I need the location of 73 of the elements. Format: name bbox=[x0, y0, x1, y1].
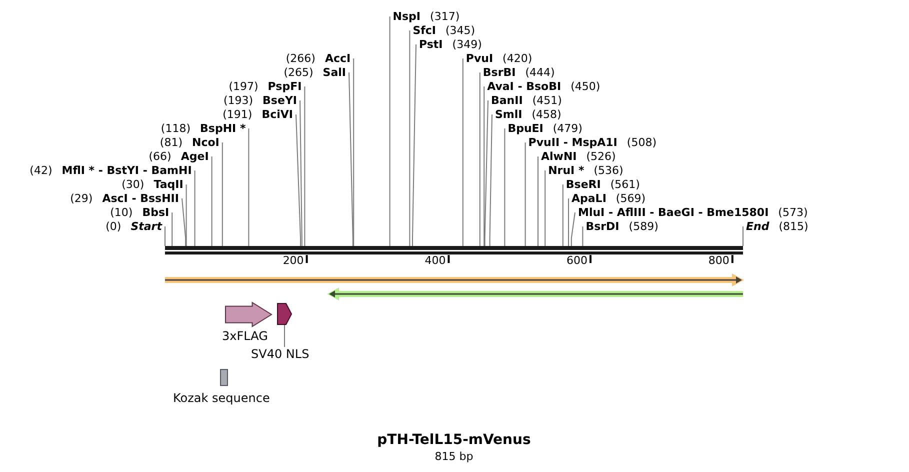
site-label: AvaI - BsoBI (450) bbox=[484, 80, 604, 93]
site-label: PvuII - MspA1I (508) bbox=[525, 136, 660, 149]
feature-label: SV40 NLS bbox=[251, 347, 310, 361]
site-label: SfcI (345) bbox=[410, 24, 478, 37]
leader-line bbox=[348, 72, 354, 246]
feature-label: 3xFLAG bbox=[222, 329, 268, 343]
site-label: NspI (317) bbox=[390, 10, 463, 23]
leader-line bbox=[300, 100, 302, 246]
leader-line bbox=[211, 156, 212, 246]
site-label: (29) AscI - BssHII bbox=[67, 192, 182, 205]
site-label: (118) BspHI * bbox=[158, 122, 249, 135]
site-label: (81) NcoI bbox=[156, 136, 222, 149]
diagram-title: pTH-TelL15-mVenus bbox=[377, 432, 531, 448]
site-label: PstI (349) bbox=[416, 38, 485, 51]
site-label: BsrBI (444) bbox=[480, 66, 558, 79]
leader-line bbox=[504, 128, 506, 246]
scale-label: 800 bbox=[708, 254, 730, 267]
feature-bar bbox=[327, 288, 743, 300]
site-label: End (815) bbox=[743, 220, 812, 233]
leader-line bbox=[389, 16, 390, 246]
scale-label: 400 bbox=[424, 254, 446, 267]
diagram-caption: 815 bp bbox=[434, 450, 474, 463]
leader-line bbox=[544, 170, 546, 246]
sequence-backbone bbox=[165, 246, 743, 254]
leader-line bbox=[524, 142, 526, 246]
site-label: (197) PspFI bbox=[226, 80, 305, 93]
leader-line bbox=[296, 114, 301, 246]
site-label: BsrDI (589) bbox=[582, 220, 662, 233]
leader-line bbox=[172, 212, 173, 246]
leader-line bbox=[484, 100, 488, 246]
site-label: (266) AccI bbox=[282, 52, 354, 65]
site-label: BpuEI (479) bbox=[504, 122, 586, 135]
scale-label: 600 bbox=[566, 254, 588, 267]
leader-line bbox=[479, 72, 480, 246]
site-label: MluI - AflIII - BaeGI - Bme1580I (573) bbox=[575, 206, 811, 219]
leader-line bbox=[194, 170, 196, 246]
site-label: (66) AgeI bbox=[146, 150, 212, 163]
leader-line bbox=[182, 198, 186, 246]
leader-line bbox=[484, 86, 485, 246]
feature-bar bbox=[165, 274, 744, 286]
site-label: NruI * (536) bbox=[545, 164, 626, 177]
leader-line bbox=[570, 212, 576, 246]
leader-line bbox=[409, 30, 410, 246]
feature-block bbox=[277, 303, 292, 325]
site-label: (42) MflI * - BstYI - BamHI bbox=[26, 164, 195, 177]
site-label: (191) BciVI bbox=[220, 108, 296, 121]
leader-line bbox=[582, 226, 584, 246]
site-label: (30) TaqII bbox=[118, 178, 186, 191]
leader-line bbox=[562, 184, 564, 246]
site-label: AlwNI (526) bbox=[538, 150, 619, 163]
leader-line bbox=[222, 142, 223, 246]
site-label: (265) SalI bbox=[280, 66, 349, 79]
site-label: BanII (451) bbox=[488, 94, 565, 107]
leader-line bbox=[568, 198, 569, 246]
leader-line bbox=[164, 226, 166, 246]
leader-line bbox=[248, 128, 250, 246]
leader-line bbox=[742, 226, 744, 246]
site-label: (0) Start bbox=[102, 220, 165, 233]
site-label: SmlI (458) bbox=[492, 108, 564, 121]
leader-line bbox=[186, 184, 187, 246]
site-label: (10) BbsI bbox=[107, 206, 172, 219]
leader-line bbox=[462, 58, 464, 246]
site-label: (193) BseYI bbox=[220, 94, 300, 107]
leader-line bbox=[412, 44, 416, 246]
feature-label: Kozak sequence bbox=[173, 391, 270, 405]
scale-label: 200 bbox=[282, 254, 304, 267]
site-label: BseRI (561) bbox=[562, 178, 643, 191]
site-label: ApaLI (569) bbox=[568, 192, 649, 205]
leader-line bbox=[489, 114, 492, 246]
leader-line bbox=[284, 324, 285, 348]
leader-line bbox=[353, 58, 354, 246]
site-label: PvuI (420) bbox=[462, 52, 536, 65]
leader-line bbox=[304, 86, 306, 246]
